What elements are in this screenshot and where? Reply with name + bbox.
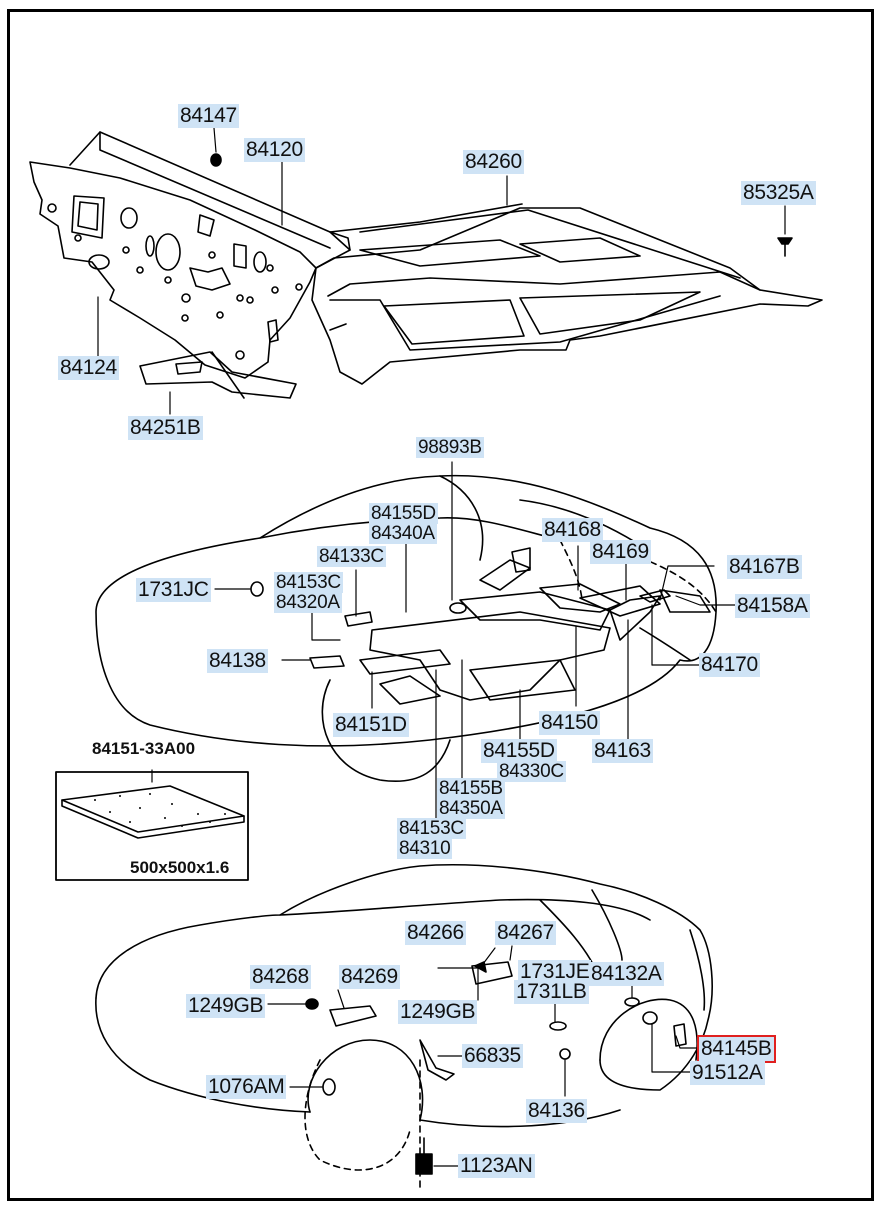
part-label-1249gb-left[interactable]: 1249GB [186,994,266,1018]
part-label-84310[interactable]: 84310 [397,838,453,859]
part-label-66835[interactable]: 66835 [462,1044,523,1068]
dash-insulator-drawing [29,131,351,399]
part-label-84133c[interactable]: 84133C [317,546,386,567]
part-label-84124[interactable]: 84124 [58,356,119,380]
part-label-1731lb[interactable]: 1731LB [514,980,589,1004]
part-label-91512a[interactable]: 91512A [690,1061,765,1085]
part-label-84147[interactable]: 84147 [178,104,239,128]
part-label-84169[interactable]: 84169 [590,540,651,564]
part-label-84167b[interactable]: 84167B [727,555,802,579]
part-label-84170[interactable]: 84170 [699,653,760,677]
part-label-85325a[interactable]: 85325A [741,181,816,205]
inset-size-text: 500x500x1.6 [130,858,230,877]
part-label-84153c-lower[interactable]: 84153C [397,818,466,839]
inset-part-number: 84151-33A00 [92,739,196,758]
part-label-84269[interactable]: 84269 [339,965,400,989]
part-label-1123an[interactable]: 1123AN [458,1154,535,1178]
leader-lines-middle [151,461,736,821]
part-label-84150[interactable]: 84150 [539,711,600,735]
part-label-84155b[interactable]: 84155B [437,778,505,799]
part-label-84168[interactable]: 84168 [542,518,603,542]
floor-mats-drawing [250,547,711,705]
part-label-98893b[interactable]: 98893B [416,437,484,458]
diagram-frame [7,9,874,1201]
part-label-84145b-highlighted[interactable]: 84145B [697,1035,776,1063]
part-label-84268[interactable]: 84268 [250,965,311,989]
part-label-84260[interactable]: 84260 [463,150,524,174]
part-label-84251b[interactable]: 84251B [128,416,203,440]
part-label-84350a[interactable]: 84350A [437,798,505,819]
part-label-84138[interactable]: 84138 [207,649,268,673]
part-label-84120[interactable]: 84120 [244,138,305,162]
part-label-84151d[interactable]: 84151D [333,713,409,737]
part-label-84340a[interactable]: 84340A [369,523,437,544]
part-label-84267[interactable]: 84267 [495,921,556,945]
fastener-icons-bottom [305,961,687,1175]
fastener-icons-top [210,153,793,257]
part-label-84153c-upper[interactable]: 84153C [274,572,343,593]
part-label-84155d-upper[interactable]: 84155D [369,503,438,524]
part-label-84158a[interactable]: 84158A [735,594,810,618]
inset-box [55,771,249,881]
leader-lines-top [97,127,786,415]
part-label-1076am[interactable]: 1076AM [206,1075,287,1099]
leader-lines-bottom [267,945,701,1167]
floor-insulator-drawing [311,203,823,385]
part-label-1249gb-right[interactable]: 1249GB [398,1000,478,1024]
part-label-84266[interactable]: 84266 [405,921,466,945]
part-label-1731jc[interactable]: 1731JC [136,578,211,602]
part-label-84155d-lower[interactable]: 84155D [481,739,557,763]
part-label-84132a[interactable]: 84132A [589,962,664,986]
part-label-84330c[interactable]: 84330C [497,761,566,782]
part-label-84136[interactable]: 84136 [526,1099,587,1123]
part-label-84320a[interactable]: 84320A [274,592,342,613]
part-label-84163[interactable]: 84163 [592,739,653,763]
car-body-bottom [95,864,713,1191]
